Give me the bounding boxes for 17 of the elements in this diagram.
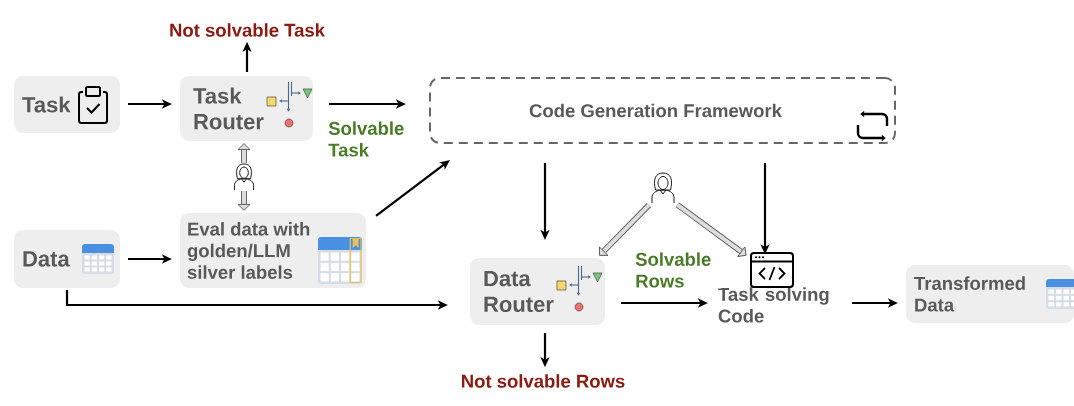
process-box: Task Router	[180, 76, 313, 141]
person-icon	[234, 163, 255, 191]
person-icon	[651, 172, 675, 204]
block-arrow	[237, 191, 251, 211]
process-box: Data Router	[470, 258, 605, 325]
dashed-box: Code Generation Framework	[429, 77, 896, 144]
block-arrow	[237, 143, 251, 163]
arrow	[375, 160, 450, 217]
process-box: Task	[14, 76, 120, 133]
edge-label: Solvable Rows	[634, 251, 722, 289]
process-box: Transformed Data	[906, 265, 1074, 323]
step-label: Task solving Code	[718, 287, 829, 323]
outcome-label: Not solvable Task	[170, 23, 325, 37]
block-arrow	[598, 203, 651, 256]
edge-label: Solvable Task	[327, 120, 415, 158]
outcome-label: Not solvable Rows	[462, 374, 625, 388]
block-arrow	[675, 202, 747, 257]
